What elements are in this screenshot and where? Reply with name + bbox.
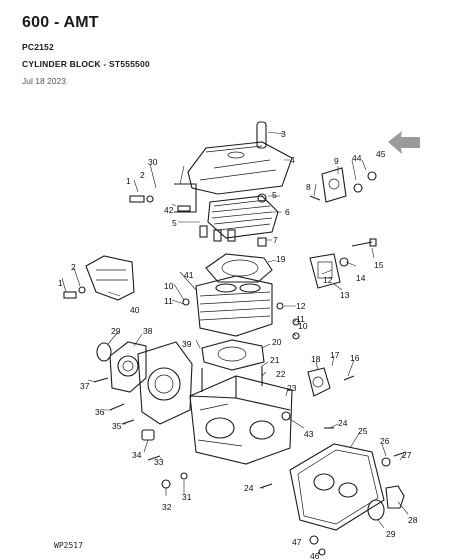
callout-46: 46 <box>310 551 320 560</box>
callout-33: 33 <box>154 457 164 467</box>
callout-22: 22 <box>276 369 286 379</box>
callout-26: 26 <box>380 436 390 446</box>
callout-20: 20 <box>272 337 282 347</box>
callout-5: 5 <box>172 218 177 228</box>
callout-24: 24 <box>244 483 254 493</box>
callout-2: 2 <box>140 170 145 180</box>
highlight-arrow-icon <box>388 131 420 154</box>
callout-29: 29 <box>111 326 121 336</box>
callout-42: 42 <box>164 205 174 215</box>
callout-28: 28 <box>408 515 418 525</box>
part-code: PC2152 <box>22 42 54 52</box>
callout-1: 1 <box>58 278 63 288</box>
rear-cover <box>289 443 391 531</box>
callout-34: 34 <box>132 450 142 460</box>
cylinder-head <box>199 193 279 247</box>
callout-38: 38 <box>143 326 153 336</box>
section-title: CYLINDER BLOCK - ST555500 <box>22 59 150 69</box>
callout-9: 9 <box>334 156 339 166</box>
callout-36: 36 <box>95 407 105 417</box>
callout-11: 11 <box>296 314 305 324</box>
callout-3: 3 <box>281 129 286 139</box>
callout-5: 5 <box>272 190 277 200</box>
head-gasket <box>205 253 273 283</box>
crankcase <box>189 375 293 465</box>
diagram-code: WP2517 <box>54 541 83 550</box>
callout-18: 18 <box>311 354 321 364</box>
callout-14: 14 <box>356 273 366 283</box>
document-date: Jul 18 2023 <box>22 76 66 86</box>
callout-21: 21 <box>270 355 280 365</box>
callout-15: 15 <box>374 260 384 270</box>
left-housing <box>96 341 193 425</box>
intake-plate <box>309 253 341 289</box>
callout-12: 12 <box>323 275 333 285</box>
callout-2: 2 <box>71 262 76 272</box>
callout-1: 1 <box>126 176 131 186</box>
callout-4: 4 <box>290 155 295 165</box>
callout-45: 45 <box>376 149 386 159</box>
page-title: 600 - AMT <box>22 14 99 31</box>
callout-23: 23 <box>287 383 297 393</box>
callout-25: 25 <box>358 426 368 436</box>
callout-39: 39 <box>182 339 192 349</box>
callout-10: 10 <box>164 281 174 291</box>
callout-43: 43 <box>304 429 314 439</box>
callout-41: 41 <box>184 270 194 280</box>
callout-24: 24 <box>338 418 348 428</box>
callout-6: 6 <box>285 207 290 217</box>
callout-31: 31 <box>182 492 192 502</box>
callout-10: 10 <box>298 321 308 331</box>
callout-40: 40 <box>130 305 140 315</box>
callout-19: 19 <box>276 254 286 264</box>
callout-16: 16 <box>350 353 360 363</box>
side-shield <box>85 255 135 301</box>
bracket-assembly <box>129 183 197 213</box>
callout-37: 37 <box>80 381 90 391</box>
document-header: 600 - AMT PC2152 CYLINDER BLOCK - ST5555… <box>22 14 452 86</box>
callout-11: 11 <box>164 296 173 306</box>
callout-13: 13 <box>340 290 350 300</box>
bolt-15 <box>351 238 377 247</box>
callout-8: 8 <box>306 182 311 192</box>
callout-12: 12 <box>296 301 306 311</box>
callout-47: 47 <box>292 537 302 547</box>
callout-29: 29 <box>386 529 396 539</box>
exploded-parts-diagram: 1 1 2 2 3 4 5 5 6 7 8 9 10 10 11 11 12 1… <box>0 110 472 560</box>
seal-cap <box>385 485 405 509</box>
cylinder-barrel <box>182 275 300 340</box>
callout-17: 17 <box>330 350 340 360</box>
callout-30: 30 <box>148 157 158 167</box>
callout-7: 7 <box>273 235 278 245</box>
callout-35: 35 <box>112 421 122 431</box>
base-gasket <box>201 339 265 371</box>
callout-27: 27 <box>402 450 412 460</box>
callout-44: 44 <box>352 153 362 163</box>
callout-32: 32 <box>162 502 172 512</box>
